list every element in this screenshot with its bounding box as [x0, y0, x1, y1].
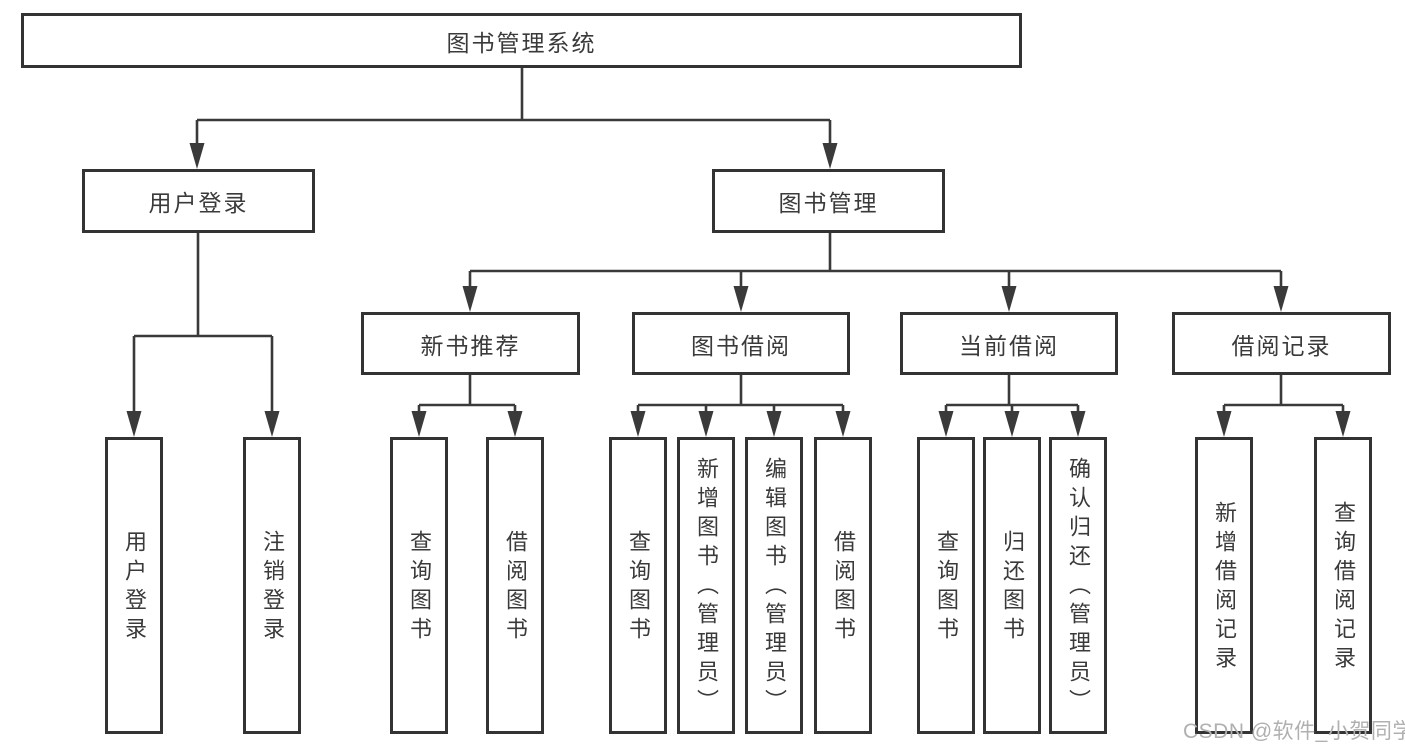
leaf-logout: 注销登录: [243, 437, 301, 734]
leaf-confirm-return-admin: 确认归还（管理员）: [1049, 437, 1107, 734]
leaf-add-book-admin: 新增图书（管理员）: [677, 437, 735, 734]
leaf-return-books: 归还图书: [983, 437, 1041, 734]
leaf-query-borrow-record: 查询借阅记录: [1314, 437, 1372, 734]
watermark: CSDN @软件_小贺同学: [1183, 720, 1405, 743]
leaf-borrow-books-recommend: 借阅图书: [486, 437, 544, 734]
node-current-borrowing: 当前借阅: [900, 312, 1118, 375]
leaf-user-login: 用户登录: [105, 437, 163, 734]
node-new-book-recommend: 新书推荐: [361, 312, 580, 375]
leaf-add-borrow-record: 新增借阅记录: [1195, 437, 1253, 734]
node-user-login: 用户登录: [82, 169, 315, 233]
node-borrow-records: 借阅记录: [1172, 312, 1391, 375]
leaf-edit-book-admin: 编辑图书（管理员）: [745, 437, 803, 734]
node-book-borrowing: 图书借阅: [632, 312, 850, 375]
node-book-management: 图书管理: [712, 169, 945, 233]
leaf-query-books-current: 查询图书: [917, 437, 975, 734]
leaf-query-books-borrowing: 查询图书: [609, 437, 667, 734]
leaf-query-books-recommend: 查询图书: [390, 437, 448, 734]
leaf-borrow-books-borrowing: 借阅图书: [814, 437, 872, 734]
node-library-management-system: 图书管理系统: [21, 13, 1022, 68]
